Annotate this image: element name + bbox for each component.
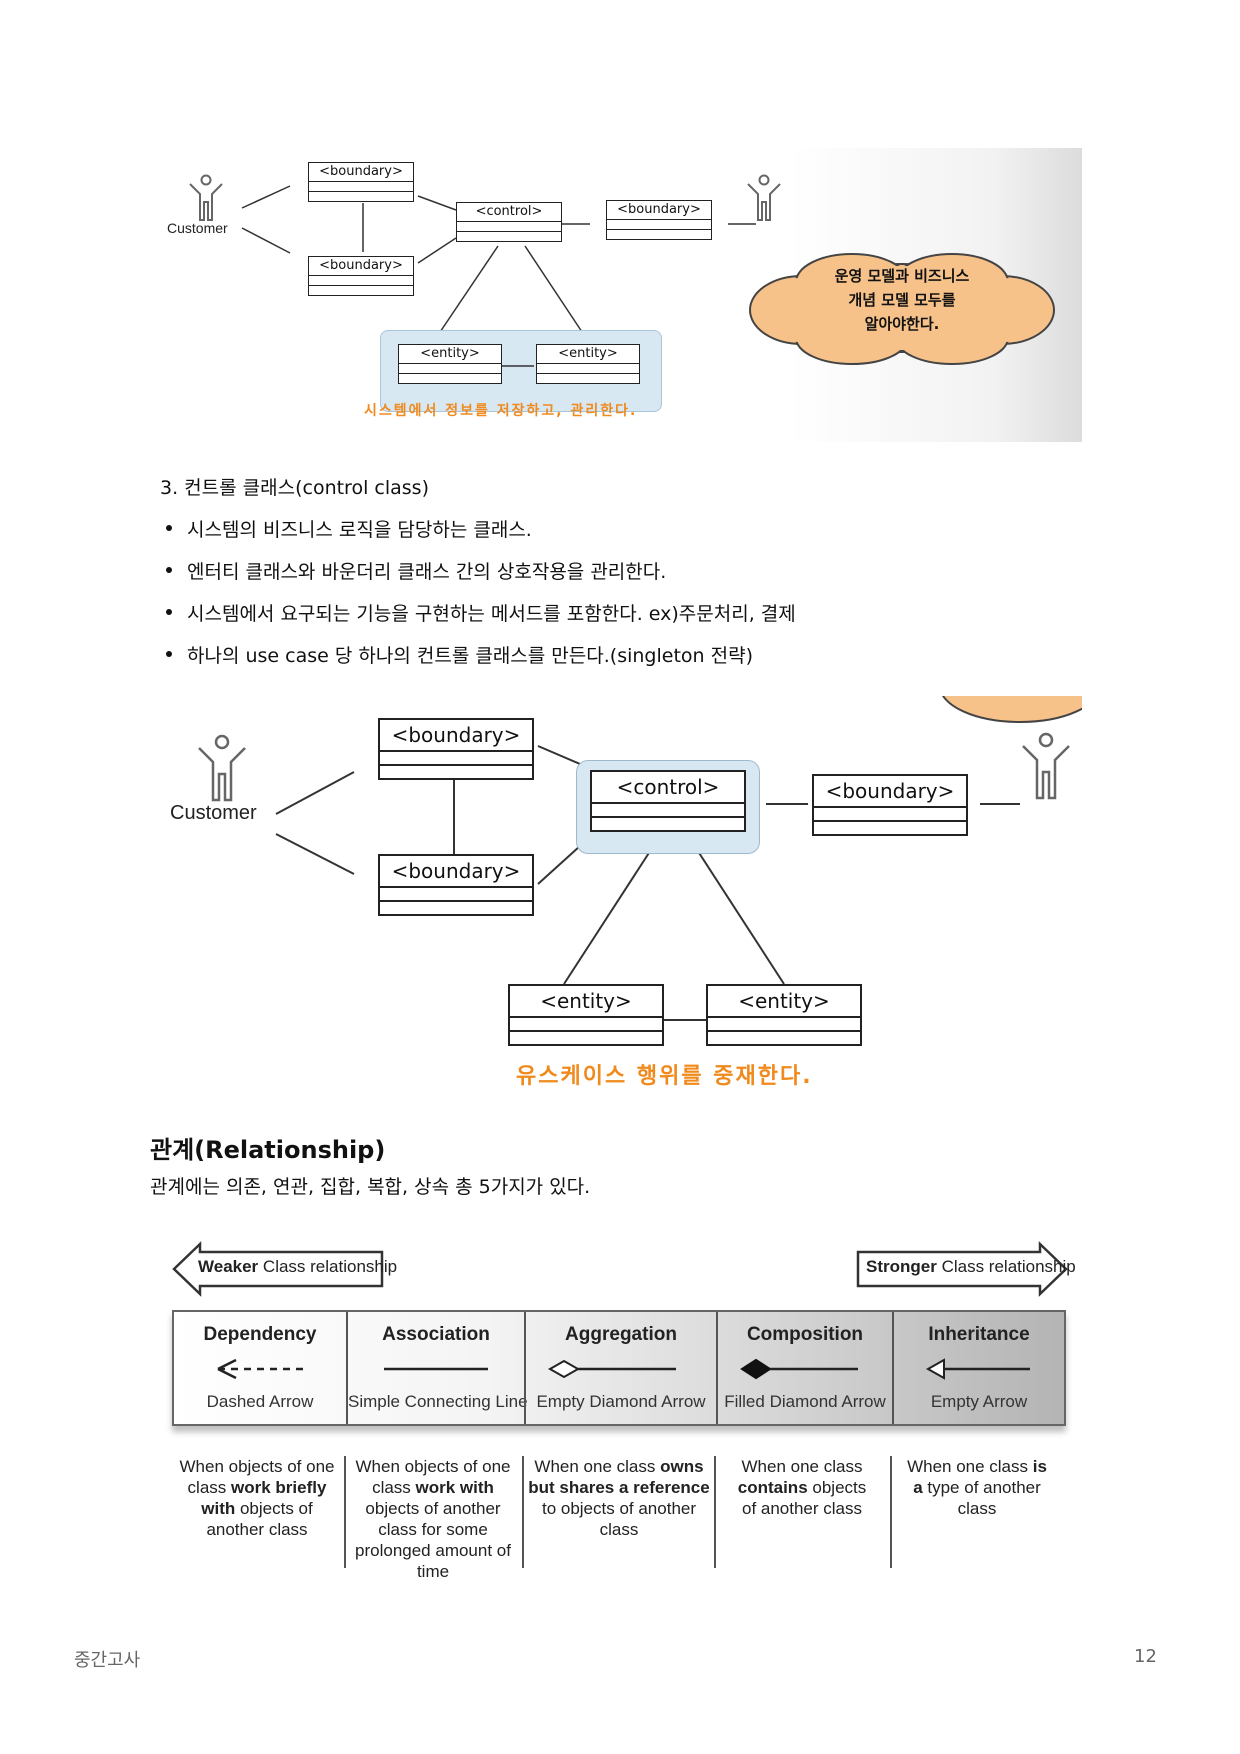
section-heading: 관계(Relationship) <box>150 1136 386 1164</box>
partial-cloud <box>941 696 1082 723</box>
description-composition: When one class contains objects of anoth… <box>737 1457 867 1518</box>
entity-link-line <box>502 365 534 367</box>
boundary-class-box: <boundary> <box>308 256 414 296</box>
control-class-box: <control> <box>590 770 746 832</box>
relationship-dependency: Dependency Dashed Arrow <box>174 1312 346 1424</box>
actor-label: Customer <box>167 220 228 236</box>
weaker-label: Weaker Class relationship <box>198 1257 398 1276</box>
actor-icon <box>198 734 246 802</box>
figure-caption: 시스템에서 정보를 저장하고, 관리한다. <box>364 403 638 419</box>
boundary-class-box: <boundary> <box>308 162 414 202</box>
footer-title: 중간고사 <box>74 1650 141 1671</box>
empty-arrow-icon <box>925 1358 1030 1380</box>
boundary-class-box: <boundary> <box>378 718 534 780</box>
entity-class-box: <entity> <box>398 344 502 384</box>
description-association: When objects of one class work with obje… <box>355 1457 511 1581</box>
filled-diamond-icon <box>740 1358 858 1380</box>
boundary-class-box: <boundary> <box>606 200 712 240</box>
figure-control-class-small: Customer <boundary> <boundary> <control>… <box>150 148 1082 442</box>
divider <box>522 1456 524 1568</box>
divider <box>524 1312 526 1424</box>
divider <box>346 1312 348 1424</box>
thought-cloud <box>749 253 1055 365</box>
description-aggregation: When one class owns but shares a referen… <box>528 1457 710 1539</box>
section-intro: 관계에는 의존, 연관, 집합, 복합, 상속 총 5가지가 있다. <box>150 1176 591 1198</box>
entity-class-box: <entity> <box>706 984 862 1046</box>
thought-cloud-text: 운영 모델과 비즈니스 개념 모델 모두를 알아야한다. <box>834 267 970 333</box>
empty-diamond-icon <box>547 1359 676 1379</box>
divider <box>344 1456 346 1568</box>
simple-line-icon <box>384 1367 488 1371</box>
dashed-arrow-icon <box>217 1358 308 1380</box>
connector-lines <box>241 185 756 345</box>
relationship-association: Association Simple Connecting Line <box>348 1324 528 1411</box>
relationship-aggregation: Aggregation Empty Diamond Arrow <box>526 1312 716 1424</box>
page-number: 12 <box>1134 1646 1157 1667</box>
figure-control-class-large: Customer <boundary> <boundary> <control>… <box>150 696 1082 1102</box>
stronger-label: Stronger Class relationship <box>866 1257 1076 1276</box>
divider <box>890 1456 892 1568</box>
actor-icon <box>189 174 223 221</box>
control-class-box: <control> <box>456 202 562 242</box>
description-inheritance: When one class is a type of another clas… <box>907 1457 1047 1518</box>
divider <box>716 1312 718 1424</box>
divider <box>714 1456 716 1568</box>
weaker-arrow-icon <box>172 1241 384 1297</box>
relationship-descriptions: When objects of one class work briefly w… <box>172 1456 1062 1581</box>
figure-relationship-types: Weaker Class relationship Stronger Class… <box>150 1240 1082 1586</box>
boundary-class-box: <boundary> <box>812 774 968 836</box>
relationship-inheritance: Inheritance Empty Arrow <box>894 1312 1064 1424</box>
numbered-item-heading: 3. 컨트롤 클래스(control class) <box>160 477 429 499</box>
relationship-types-table: Dependency Dashed Arrow Association Simp… <box>172 1310 1066 1426</box>
actor-label: Customer <box>170 802 257 824</box>
relationship-composition: Composition Filled Diamond Arrow <box>718 1312 892 1424</box>
actor-icon <box>1022 732 1070 800</box>
description-dependency: When objects of one class work briefly w… <box>179 1457 335 1539</box>
boundary-class-box: <boundary> <box>378 854 534 916</box>
actor-icon <box>747 174 781 221</box>
figure-caption: 유스케이스 행위를 중재한다. <box>516 1064 813 1089</box>
connector-lines <box>275 745 1020 1021</box>
stronger-arrow-icon <box>856 1241 1068 1297</box>
entity-class-box: <entity> <box>536 344 640 384</box>
divider <box>892 1312 894 1424</box>
entity-class-box: <entity> <box>508 984 664 1046</box>
